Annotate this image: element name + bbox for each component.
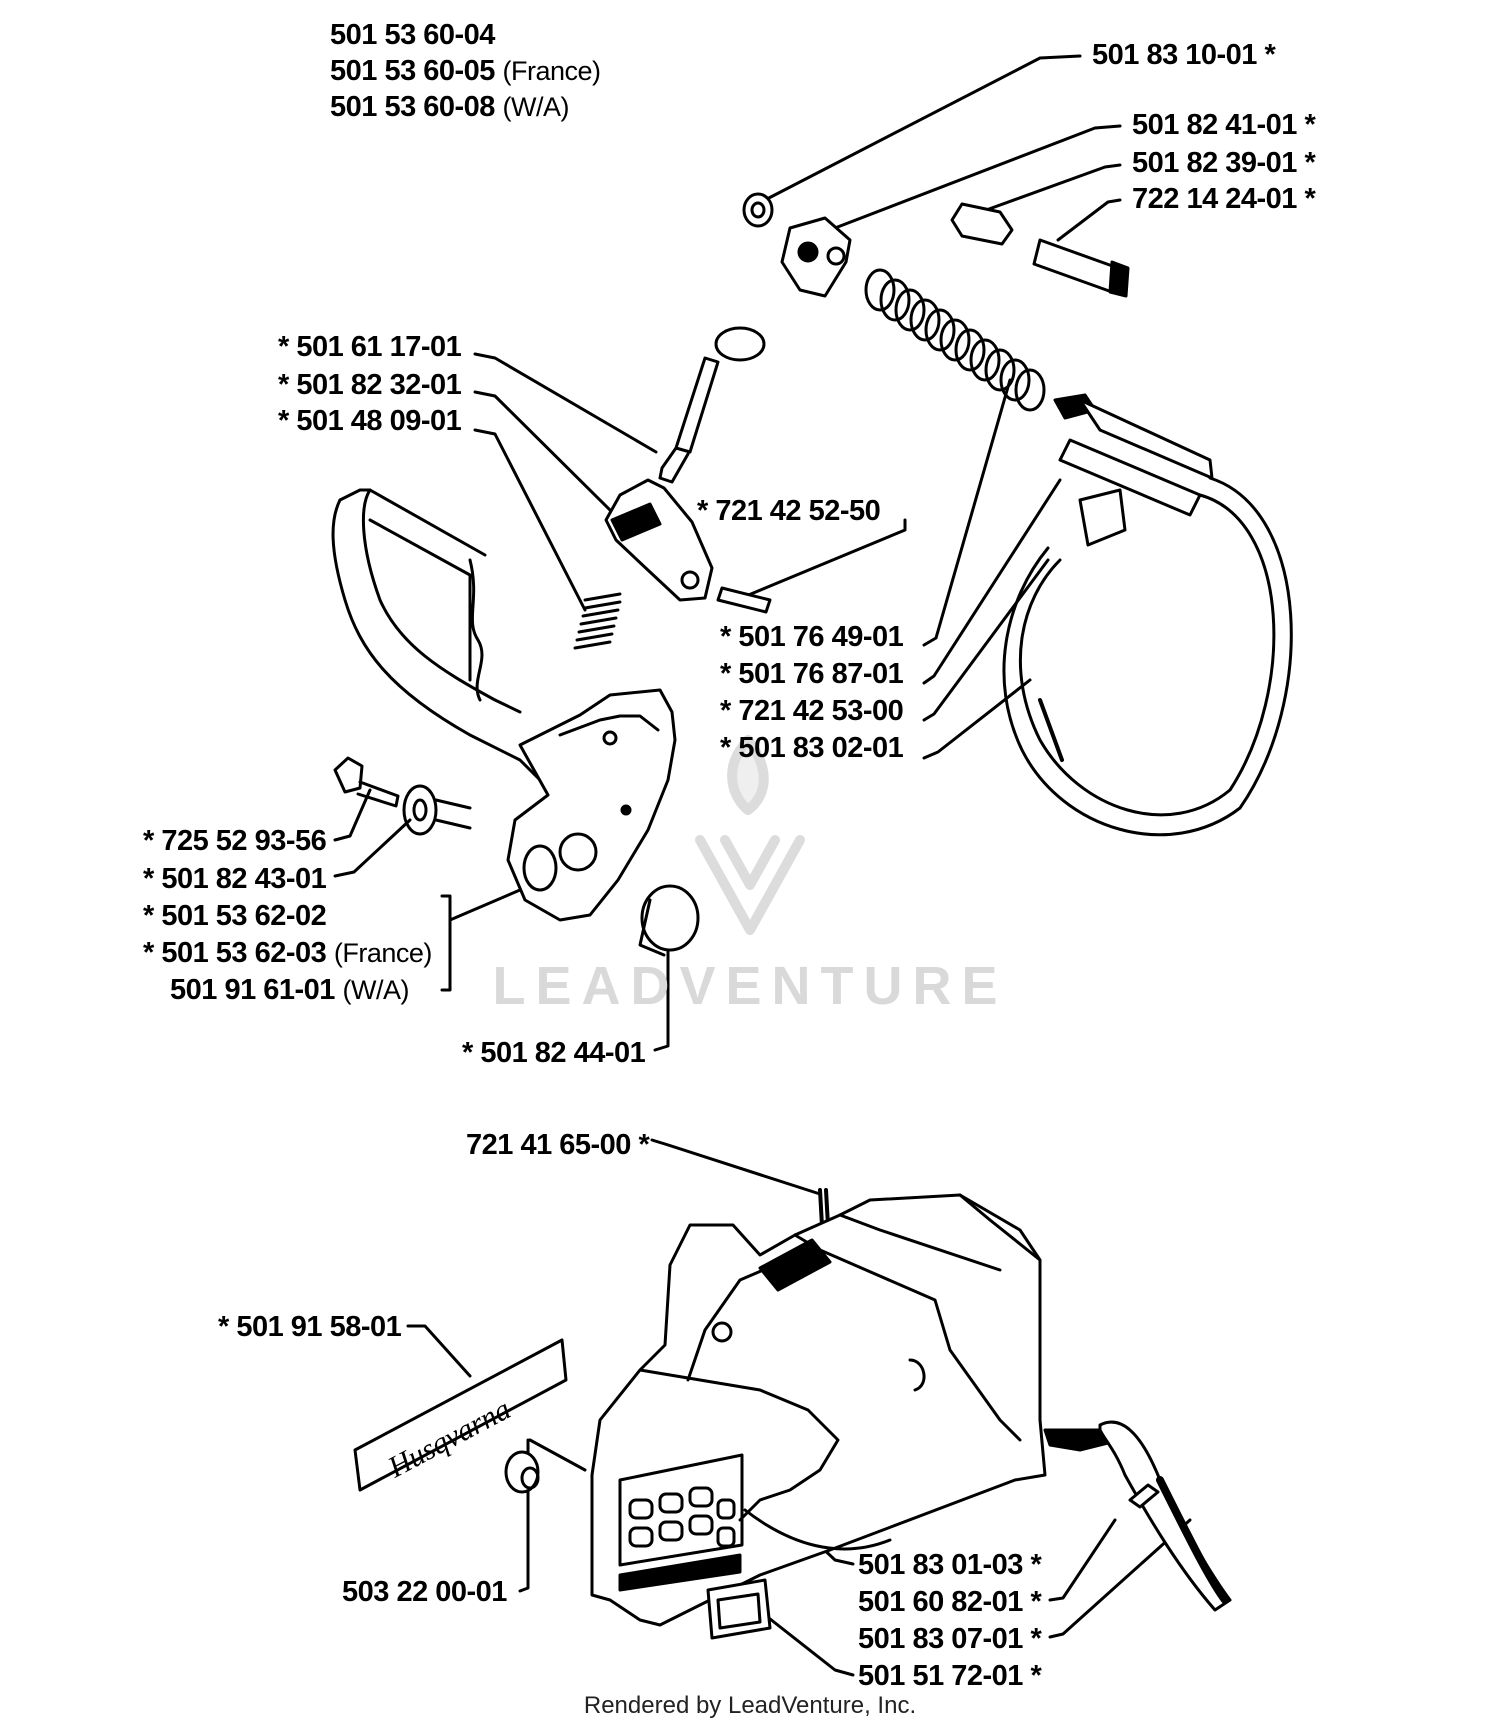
- part-label-501-82-43-01: * 501 82 43-01: [143, 863, 327, 895]
- part-label-721-42-52-50: * 721 42 52-50: [697, 495, 881, 527]
- part-label-725-52-93-56: * 725 52 93-56: [143, 825, 327, 857]
- footer-credit: Rendered by LeadVenture, Inc.: [583, 1692, 917, 1719]
- leader-line: [922, 678, 1032, 760]
- part-label-501-83-02-01: * 501 83 02-01: [720, 732, 904, 764]
- part-label-721-42-53-00: * 721 42 53-00: [720, 695, 904, 727]
- spring-bracket-part: [780, 216, 852, 298]
- part-label-501-61-17-01: * 501 61 17-01: [278, 331, 462, 363]
- leader-line: [833, 124, 1122, 230]
- leader-line: [448, 888, 522, 922]
- screw-part: [1032, 238, 1130, 298]
- part-label-501-60-82-01: 501 60 82-01 *: [858, 1586, 1042, 1618]
- leader-line: [333, 788, 372, 842]
- part-label-501-82-32-01: * 501 82 32-01: [278, 369, 462, 401]
- coil-spring-part: [864, 268, 1046, 412]
- leader-line: [528, 1438, 587, 1472]
- leader-line: [650, 1138, 822, 1196]
- part-label-501-91-61-01: 501 91 61-01 (W/A): [170, 974, 409, 1006]
- catcher-screw-part: [1128, 1483, 1160, 1509]
- leader-line: [653, 948, 670, 1052]
- part-label-501-82-39-01: 501 82 39-01 *: [1132, 147, 1316, 179]
- brake-lever-part: [604, 478, 714, 602]
- part-label-501-76-87-01: * 501 76 87-01: [720, 658, 904, 690]
- part-label-501-48-09-01: * 501 48 09-01: [278, 405, 462, 437]
- leader-line: [922, 558, 1050, 722]
- cover-nut-part: [504, 1450, 540, 1494]
- part-label-501-83-07-01: 501 83 07-01 *: [858, 1623, 1042, 1655]
- leader-line: [763, 54, 1082, 202]
- cap-part: [638, 884, 700, 957]
- part-label-501-53-62-02: * 501 53 62-02: [143, 900, 327, 932]
- small-spring-part: [573, 592, 622, 650]
- leader-line: [976, 163, 1122, 215]
- part-label-503-22-00-01: 503 22 00-01: [342, 1576, 507, 1608]
- part-label-501-83-01-03: 501 83 01-03 *: [858, 1549, 1042, 1581]
- header-part-number-1: 501 53 60-04: [330, 19, 495, 51]
- leader-line: [333, 818, 412, 878]
- leader-line: [473, 428, 587, 612]
- chain-catcher-part: [1043, 1420, 1232, 1612]
- nut-part: [742, 192, 774, 228]
- label-plate-part: [706, 1578, 772, 1640]
- watermark-logo: [695, 735, 805, 935]
- guard-screw-part: [333, 756, 400, 808]
- leader-line: [406, 1324, 472, 1378]
- part-label-501-82-41-01: 501 82 41-01 *: [1132, 109, 1316, 141]
- part-label-501-83-10-01: 501 83 10-01 *: [1092, 39, 1276, 71]
- hand-guard-part: [331, 488, 677, 922]
- brake-band-part: [1002, 393, 1293, 837]
- pin-part: [716, 586, 772, 614]
- knob-bolt-part: [658, 326, 766, 484]
- leader-line: [1048, 1518, 1117, 1602]
- watermark-text: LEADVENTURE: [492, 956, 1008, 1016]
- header-part-number-3: 501 53 60-08 (W/A): [330, 91, 569, 123]
- header-part-number-2: 501 53 60-05 (France): [330, 55, 601, 87]
- leader-line: [744, 518, 907, 598]
- leader-line: [922, 478, 1062, 685]
- leader-line: [473, 352, 658, 454]
- leader-line: [922, 378, 1012, 647]
- decal-part: [353, 1338, 568, 1492]
- part-label-721-41-65-00: 721 41 65-00 *: [466, 1129, 650, 1161]
- part-label-501-76-49-01: * 501 76 49-01: [720, 621, 904, 653]
- leader-line: [473, 390, 614, 514]
- part-label-501-53-62-03: * 501 53 62-03 (France): [143, 937, 432, 969]
- clutch-cover-part: [590, 1193, 1047, 1627]
- part-label-501-82-44-01: * 501 82 44-01: [462, 1037, 646, 1069]
- leader-line: [1048, 1518, 1192, 1639]
- sleeve-part: [950, 202, 1014, 246]
- leader-line: [763, 1613, 855, 1677]
- bushing-part: [402, 784, 472, 836]
- part-label-722-14-24-01: 722 14 24-01 *: [1132, 183, 1316, 215]
- part-label-501-51-72-01: 501 51 72-01 *: [858, 1660, 1042, 1692]
- leader-line: [440, 894, 452, 992]
- leader-line: [1056, 198, 1122, 242]
- part-label-501-91-58-01: * 501 91 58-01: [218, 1311, 402, 1343]
